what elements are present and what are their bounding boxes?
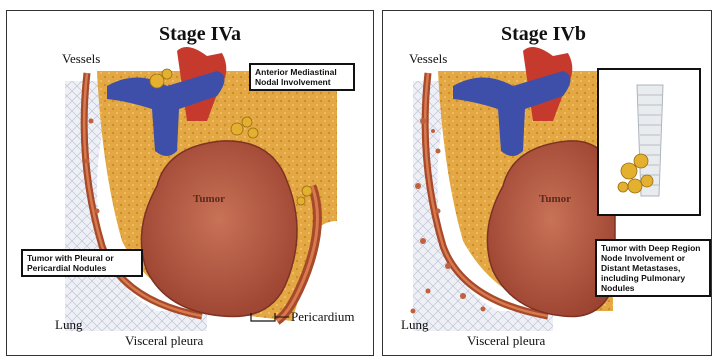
tumor-mass — [141, 141, 297, 317]
tumor-label: Tumor — [539, 193, 571, 205]
pleural-nodules-box: Tumor with Pleural or Pericardial Nodule… — [21, 249, 143, 277]
visceral-pleura-label: Visceral pleura — [467, 333, 545, 349]
lung-label: Lung — [55, 317, 82, 333]
anterior-mediastinal-box: Anterior Mediastinal Nodal Involvement — [249, 63, 355, 91]
vessels-label: Vessels — [62, 51, 100, 67]
stage-ivb-panel: Stage IVb Vessels Tumor Tumor with Deep … — [382, 10, 712, 356]
pericardium-label: Pericardium — [291, 309, 355, 325]
distant-metastases-box: Tumor with Deep Region Node Involvement … — [595, 239, 711, 297]
stage-ivb-title: Stage IVb — [501, 23, 586, 46]
visceral-pleura-label: Visceral pleura — [125, 333, 203, 349]
stage-iva-title: Stage IVa — [159, 23, 241, 46]
lung-label: Lung — [401, 317, 428, 333]
stage-iva-panel: Stage IVa Vessels Anterior Mediastinal N… — [6, 10, 374, 356]
tumor-label: Tumor — [193, 193, 225, 205]
vessels-label: Vessels — [409, 51, 447, 67]
